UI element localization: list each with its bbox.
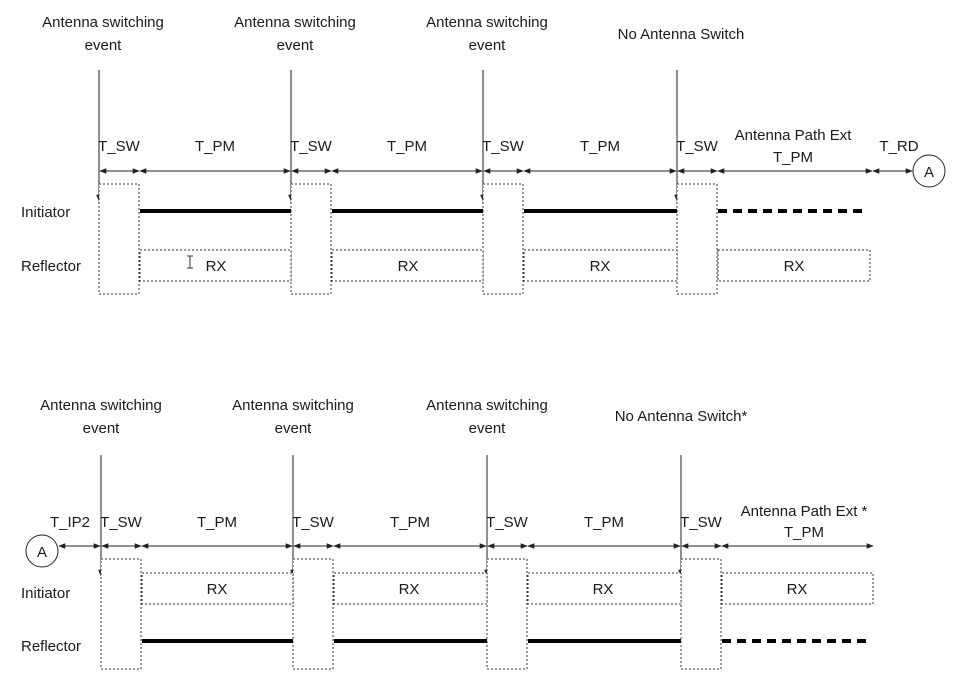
bottom-initiator-rx-box-1 <box>141 572 294 605</box>
bottom-connector-label: A <box>37 544 47 561</box>
bottom-interval-label-tpm-2: T_PM <box>390 514 430 531</box>
top-interval-label-tsw-3: T_SW <box>482 138 525 155</box>
top-event-label-4: No Antenna Switch <box>618 26 745 43</box>
top-switch-box-4 <box>676 183 718 295</box>
bottom-interval-label-tip2: T_IP2 <box>50 514 90 531</box>
bottom-switch-box-2 <box>292 558 334 670</box>
bottom-interval-label-tsw-2: T_SW <box>292 514 335 531</box>
top-reflector-rx-label-4: RX <box>784 258 805 275</box>
top-reflector-rx-label-3: RX <box>590 258 611 275</box>
text-cursor-icon <box>187 255 193 269</box>
top-interval-label-trd: T_RD <box>879 138 918 155</box>
bottom-interval-label-tsw-4: T_SW <box>680 514 723 531</box>
bottom-row-label-reflector: Reflector <box>21 638 81 655</box>
bottom-initiator-rx-label-4: RX <box>787 581 808 598</box>
top-reflector-rx-box-1 <box>139 249 292 282</box>
top-interval-label-tpm-2: T_PM <box>387 138 427 155</box>
top-interval-label-tpm-1: T_PM <box>195 138 235 155</box>
bottom-interval-label-tsw-1: T_SW <box>100 514 143 531</box>
top-switch-box-2 <box>290 183 332 295</box>
top-reflector-rx-box-4 <box>717 249 871 282</box>
top-switch-box-3 <box>482 183 524 295</box>
bottom-initiator-rx-box-3 <box>527 572 682 605</box>
bottom-connector-circle <box>25 534 59 568</box>
top-switch-box-1 <box>98 183 140 295</box>
top-connector-label: A <box>924 164 934 181</box>
bottom-interval-label-tpm-1: T_PM <box>197 514 237 531</box>
top-reflector-rx-box-2 <box>331 249 484 282</box>
bottom-row-label-initiator: Initiator <box>21 585 70 602</box>
bottom-event-label-4: No Antenna Switch* <box>615 408 748 425</box>
bottom-initiator-rx-label-1: RX <box>207 581 228 598</box>
bottom-interval-label-ext: Antenna Path Ext *T_PM <box>741 503 868 541</box>
top-interval-label-tpm-3: T_PM <box>580 138 620 155</box>
top-reflector-rx-box-3 <box>523 249 678 282</box>
bottom-initiator-rx-box-2 <box>333 572 488 605</box>
bottom-interval-label-tsw-3: T_SW <box>486 514 529 531</box>
top-interval-label-tsw-4: T_SW <box>676 138 719 155</box>
top-connector-circle <box>912 154 946 188</box>
bottom-initiator-rx-label-2: RX <box>399 581 420 598</box>
bottom-switch-box-1 <box>100 558 142 670</box>
top-interval-label-tsw-1: T_SW <box>98 138 141 155</box>
bottom-initiator-rx-label-3: RX <box>593 581 614 598</box>
bottom-initiator-rx-box-4 <box>721 572 874 605</box>
top-row-label-initiator: Initiator <box>21 204 70 221</box>
bottom-interval-label-tpm-3: T_PM <box>584 514 624 531</box>
top-interval-label-tsw-2: T_SW <box>290 138 333 155</box>
top-reflector-rx-label-1: RX <box>206 258 227 275</box>
bottom-switch-box-4 <box>680 558 722 670</box>
top-reflector-rx-label-2: RX <box>398 258 419 275</box>
bottom-switch-box-3 <box>486 558 528 670</box>
top-row-label-reflector: Reflector <box>21 258 81 275</box>
